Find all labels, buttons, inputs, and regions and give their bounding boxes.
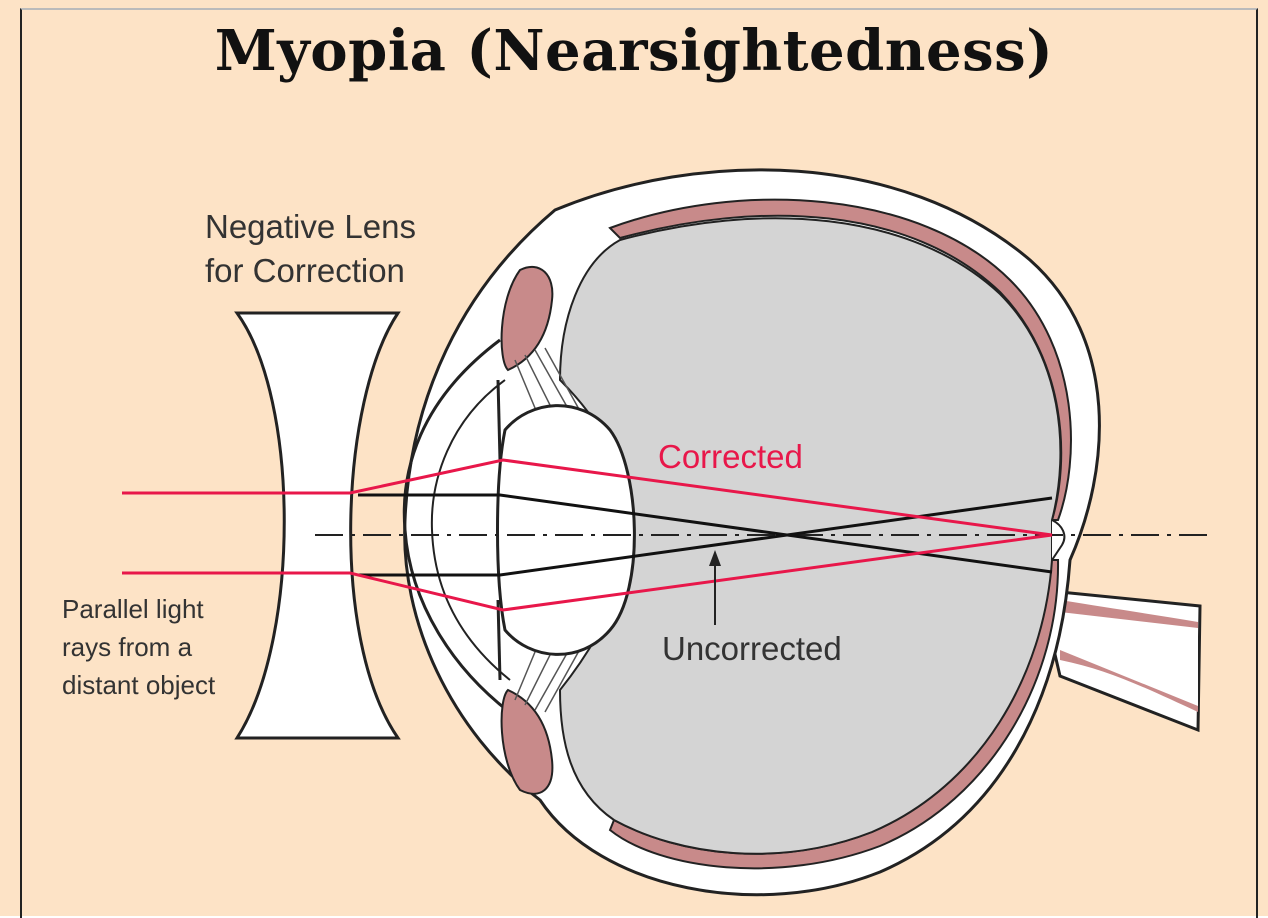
rays-label-line3: distant object xyxy=(62,666,215,704)
lens-label: Negative Lens for Correction xyxy=(205,205,416,293)
rays-label-line2: rays from a xyxy=(62,628,215,666)
crystalline-lens xyxy=(498,406,635,655)
uncorrected-label: Uncorrected xyxy=(662,630,842,668)
lens-label-line1: Negative Lens xyxy=(205,205,416,249)
rays-label: Parallel light rays from a distant objec… xyxy=(62,590,215,704)
negative-lens xyxy=(237,313,398,738)
rays-label-line1: Parallel light xyxy=(62,590,215,628)
corrected-label: Corrected xyxy=(658,438,803,476)
lens-label-line2: for Correction xyxy=(205,249,416,293)
